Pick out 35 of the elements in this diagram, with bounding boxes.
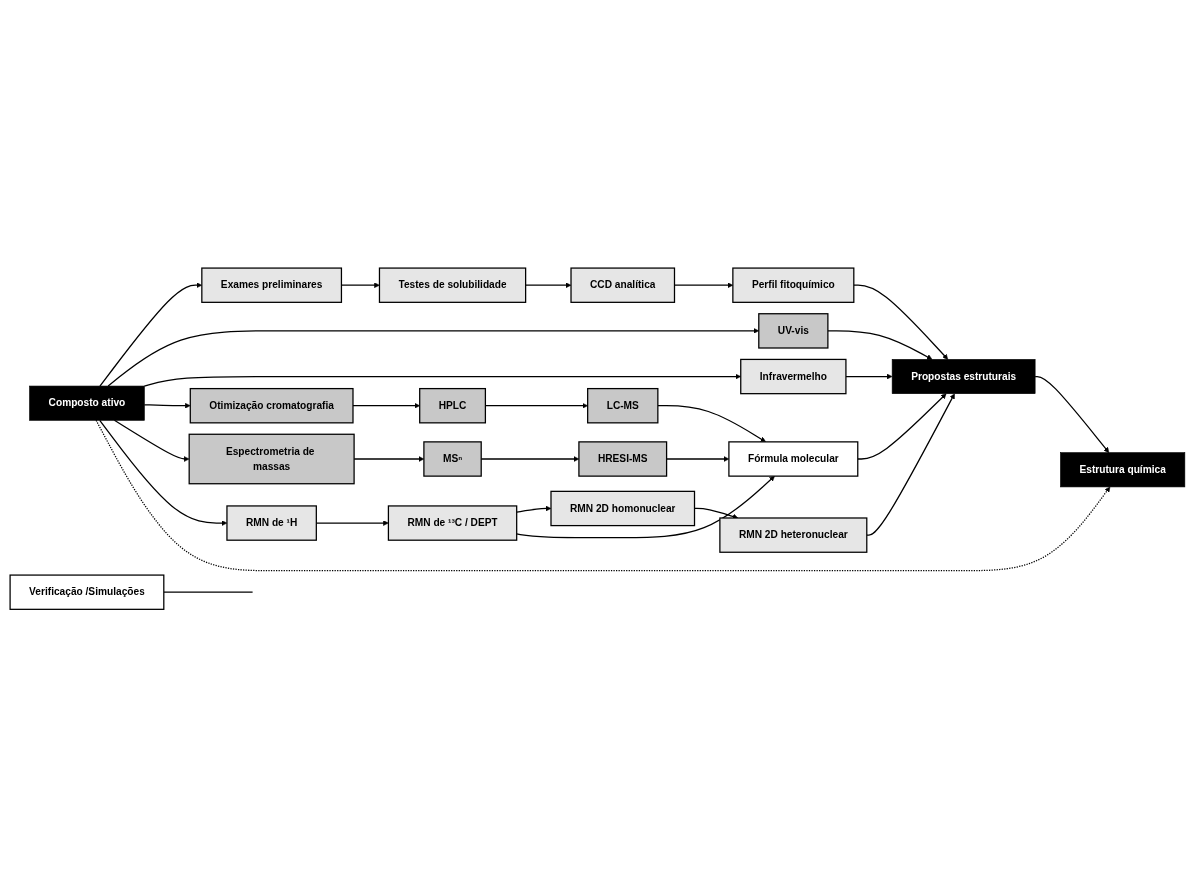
node-box: Espectrometria de massas bbox=[188, 433, 355, 485]
node-box: Composto ativo bbox=[29, 385, 145, 421]
arrow bbox=[845, 373, 893, 380]
node-box: Verificação /Simulações bbox=[9, 574, 165, 610]
arrow bbox=[857, 393, 947, 460]
node-box: RMN 2D heteronuclear bbox=[719, 517, 868, 553]
arrow bbox=[853, 284, 949, 360]
node-box: LC-MS bbox=[587, 387, 659, 424]
node-box: MSⁿ bbox=[423, 441, 482, 477]
node-box: CCD analítica bbox=[570, 267, 676, 303]
arrow bbox=[657, 404, 766, 442]
arrow bbox=[113, 419, 190, 462]
node-box: RMN de ¹H bbox=[226, 505, 317, 541]
node-box: HPLC bbox=[419, 387, 487, 424]
node-box: HRESI-MS bbox=[578, 441, 668, 477]
arrow bbox=[143, 402, 191, 409]
node-box: RMN de ¹³C / DEPT bbox=[387, 505, 518, 541]
node-box: Perfil fitoquímico bbox=[732, 267, 855, 303]
node-box: Fórmula molecular bbox=[728, 441, 859, 477]
arrow bbox=[827, 330, 933, 360]
arrow bbox=[516, 505, 552, 513]
arrow bbox=[1034, 375, 1110, 453]
node-box: Exames preliminares bbox=[201, 267, 343, 303]
node-box: UV-vis bbox=[758, 312, 829, 349]
arrow bbox=[95, 419, 1111, 572]
connector bbox=[163, 591, 254, 593]
node-box: RMN 2D homonuclear bbox=[550, 490, 696, 527]
arrow bbox=[516, 475, 775, 539]
node-box: Infravermelho bbox=[740, 358, 847, 395]
arrow bbox=[525, 282, 572, 288]
node-box: Otimização cromatografia bbox=[189, 387, 354, 424]
node-box: Propostas estruturais bbox=[891, 358, 1036, 394]
node-box: Testes de solubilidade bbox=[378, 267, 527, 303]
node-box: Estrutura química bbox=[1060, 452, 1186, 488]
arrow bbox=[866, 393, 955, 536]
